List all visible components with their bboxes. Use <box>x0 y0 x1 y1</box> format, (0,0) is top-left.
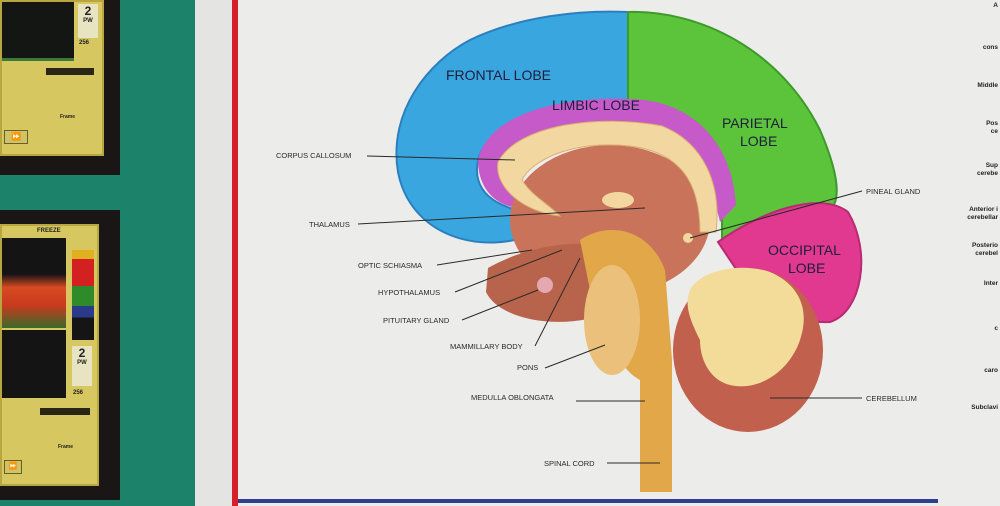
label-pituitary-gland: PITUITARY GLAND <box>383 316 450 325</box>
occipital-lobe-label-2: LOBE <box>788 260 825 276</box>
frontal-lobe <box>395 10 629 244</box>
right-label-8: c <box>994 325 998 332</box>
label-corpus-callosum: CORPUS CALLOSUM <box>276 151 351 160</box>
right-label-2: Middle <box>977 82 998 89</box>
pineal-gland <box>683 233 693 243</box>
label-spinal-cord: SPINAL CORD <box>544 459 595 468</box>
right-label-1: cons <box>982 44 998 51</box>
pons <box>584 265 640 375</box>
arbor-vitae <box>687 267 804 387</box>
checkbox-list <box>36 68 96 104</box>
right-label-6: Posterio cerebel <box>971 242 998 257</box>
label-hypothalamus: HYPOTHALAMUS <box>378 288 440 297</box>
right-label-5: Anterior i cerebellar <box>967 206 998 221</box>
waveform-display <box>2 2 74 61</box>
selected-row[interactable] <box>40 408 90 415</box>
monitor-screen-bottom: FREEZE 2 PW 256 ⏩ Frame <box>0 224 99 486</box>
red-border-line <box>232 0 238 506</box>
label-pons: PONS <box>517 363 538 372</box>
fast-forward-button[interactable]: ⏩ <box>4 460 22 474</box>
thalamus <box>602 192 634 208</box>
right-label-4: Sup cerebe <box>977 162 998 177</box>
pw-unit: PW <box>77 360 87 366</box>
pw-number: 2 <box>84 4 92 18</box>
occipital-lobe-label-1: OCCIPITAL <box>768 242 841 258</box>
limbic-lobe <box>478 98 736 222</box>
label-pineal-gland: PINEAL GLAND <box>866 187 921 196</box>
label-thalamus: THALAMUS <box>309 220 350 229</box>
label-medulla-oblongata: MEDULLA OBLONGATA <box>471 393 554 402</box>
parietal-lobe-label-1: PARIETAL <box>722 115 788 131</box>
right-label-7: Inter <box>983 280 998 287</box>
pituitary-gland <box>537 277 553 293</box>
frontal-lobe-label: FRONTAL LOBE <box>446 67 551 83</box>
pw-box: 2 PW <box>72 346 92 386</box>
monitor-screen-top: 2 PW 256 ⏩ Frame <box>0 0 104 156</box>
freeze-label[interactable]: FREEZE <box>37 228 61 234</box>
pw-unit: PW <box>83 18 93 24</box>
right-label-10: Subclavi <box>971 404 998 411</box>
spectrum-display <box>2 238 66 328</box>
pw-box: 2 PW <box>78 4 98 38</box>
leader-lines <box>357 155 863 464</box>
poster-margin <box>195 0 235 506</box>
label-optic-chiasma: OPTIC SCHIASMA <box>358 261 422 270</box>
right-label-9: caro <box>984 367 998 374</box>
corpus-callosum <box>497 120 718 233</box>
right-label-0: A <box>993 2 998 9</box>
fast-forward-button[interactable]: ⏩ <box>4 130 28 144</box>
parietal-lobe-label-2: LOBE <box>740 133 777 149</box>
value-256: 256 <box>73 390 84 396</box>
frame-label-top: Frame <box>60 114 76 120</box>
color-scale <box>72 250 94 340</box>
lower-display <box>2 330 66 398</box>
right-label-3: Pos ce <box>986 120 998 135</box>
selected-row[interactable] <box>46 68 94 75</box>
monitor-panel-bottom: FREEZE 2 PW 256 ⏩ Frame <box>0 210 120 500</box>
value-256: 256 <box>79 40 90 46</box>
monitor-panel-top: 2 PW 256 ⏩ Frame <box>0 0 120 175</box>
label-mammillary-body: MAMMILLARY BODY <box>450 342 523 351</box>
frame-label-bottom: Frame <box>58 444 74 450</box>
label-cerebellum: CEREBELLUM <box>866 394 917 403</box>
blue-border-line <box>238 499 938 503</box>
limbic-lobe-label: LIMBIC LOBE <box>552 97 640 113</box>
pw-number: 2 <box>78 346 86 360</box>
